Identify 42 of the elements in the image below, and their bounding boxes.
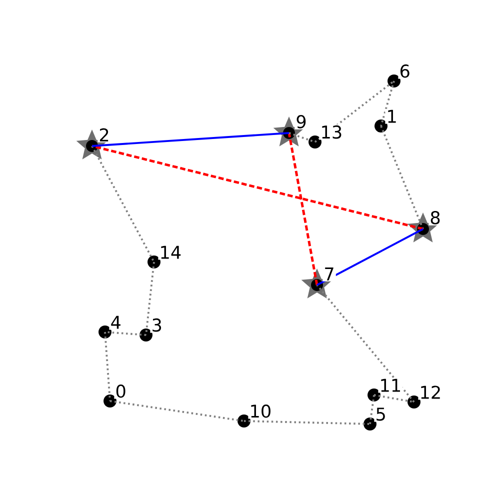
- point-label: 1: [385, 108, 398, 124]
- point-label: 4: [109, 314, 122, 330]
- connector-line: [316, 228, 424, 286]
- connector-line: [110, 400, 244, 422]
- connector-line: [145, 262, 155, 336]
- connector-line: [288, 132, 316, 143]
- connector-line: [316, 284, 415, 403]
- dot-marker: [140, 328, 152, 342]
- dot-marker: [364, 418, 376, 430]
- dot-marker: [408, 396, 420, 408]
- dot-marker: [308, 136, 322, 148]
- connector-line: [104, 332, 111, 402]
- point-label: 3: [150, 317, 164, 333]
- connector-line: [374, 394, 414, 403]
- point-label: 5: [374, 406, 388, 422]
- dot-marker: [104, 394, 116, 408]
- point-label: 8: [428, 210, 442, 226]
- connector-line: [314, 80, 395, 143]
- dot-marker: [368, 388, 380, 402]
- point-label: 0: [114, 383, 128, 399]
- dot-marker: [388, 74, 400, 88]
- connector-line: [380, 80, 395, 126]
- point-label: 11: [378, 378, 403, 393]
- connector-line: [91, 146, 155, 262]
- point-label: 13: [319, 124, 344, 140]
- point-label: 14: [158, 244, 183, 260]
- connector-line: [244, 420, 370, 425]
- point-label: 10: [248, 403, 273, 419]
- point-label: 9: [294, 114, 308, 130]
- connector-line: [104, 331, 146, 336]
- dot-marker: [148, 256, 160, 268]
- connector-line: [92, 132, 290, 147]
- point-label: 12: [418, 384, 443, 400]
- connector-line: [288, 132, 318, 286]
- connector-line: [369, 394, 375, 424]
- dot-marker: [98, 326, 112, 338]
- connector-line: [380, 126, 424, 230]
- point-label: 6: [398, 63, 412, 79]
- dot-marker: [238, 414, 250, 428]
- point-label: 7: [322, 266, 336, 282]
- point-label: 2: [98, 127, 111, 142]
- dot-marker: [374, 120, 388, 132]
